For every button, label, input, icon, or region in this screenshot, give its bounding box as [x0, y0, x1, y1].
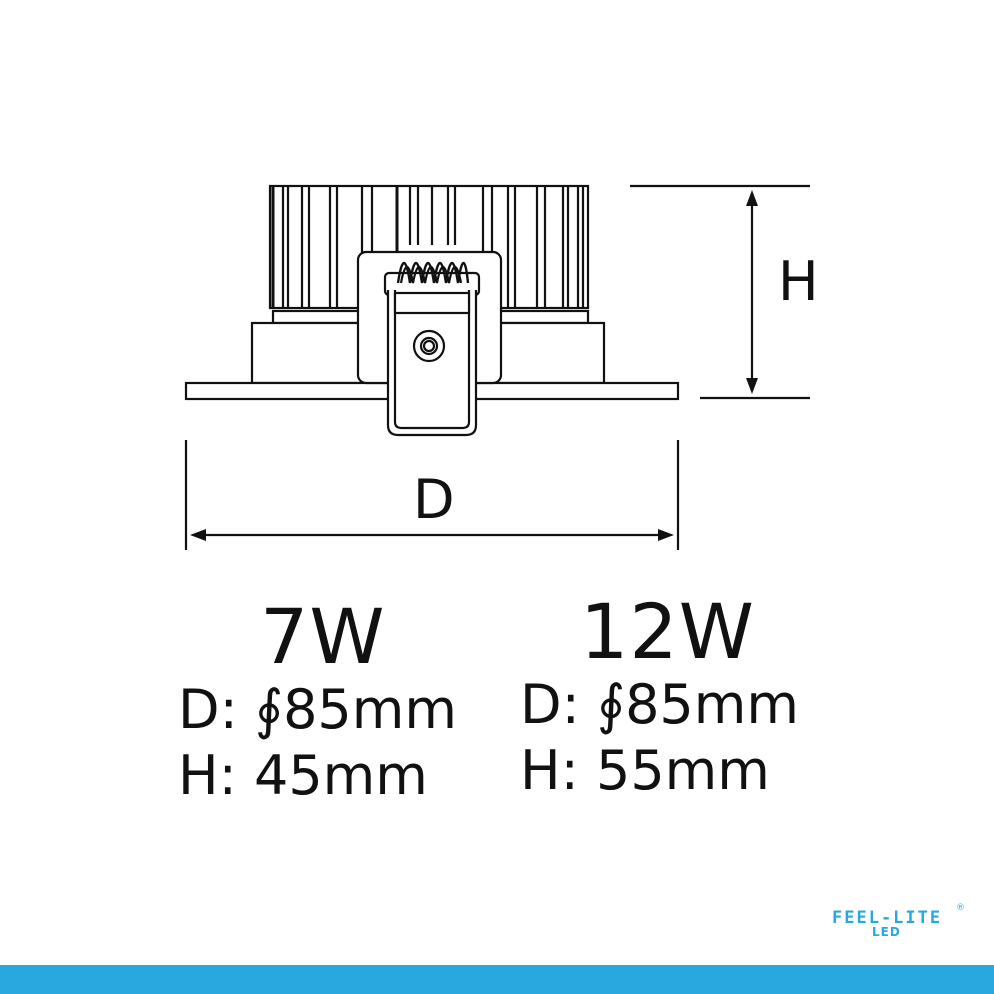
height-spec: H: 45mm	[178, 744, 428, 807]
height-label: H	[778, 250, 819, 313]
height-dimension	[630, 184, 810, 400]
feel-lite-logo: FEEL-LITE LED ®	[832, 903, 972, 939]
footer-accent-bar	[0, 965, 994, 994]
diameter-spec: D: ∮85mm	[178, 678, 457, 741]
diameter-dimension	[184, 440, 680, 550]
diameter-spec: D: ∮85mm	[520, 673, 799, 736]
wattage: 7W	[260, 592, 386, 681]
height-spec: H: 55mm	[520, 739, 770, 802]
spring-clip	[383, 261, 481, 437]
logo-sub: LED	[872, 925, 901, 939]
logo-brand: FEEL-LITE	[832, 908, 943, 928]
wattage: 12W	[580, 587, 755, 676]
registered-mark: ®	[956, 903, 965, 913]
spec-12w: 12W D: ∮85mm H: 55mm	[520, 592, 799, 804]
spec-7w: 7W D: ∮85mm H: 45mm	[178, 597, 457, 809]
diameter-label: D	[413, 468, 455, 531]
